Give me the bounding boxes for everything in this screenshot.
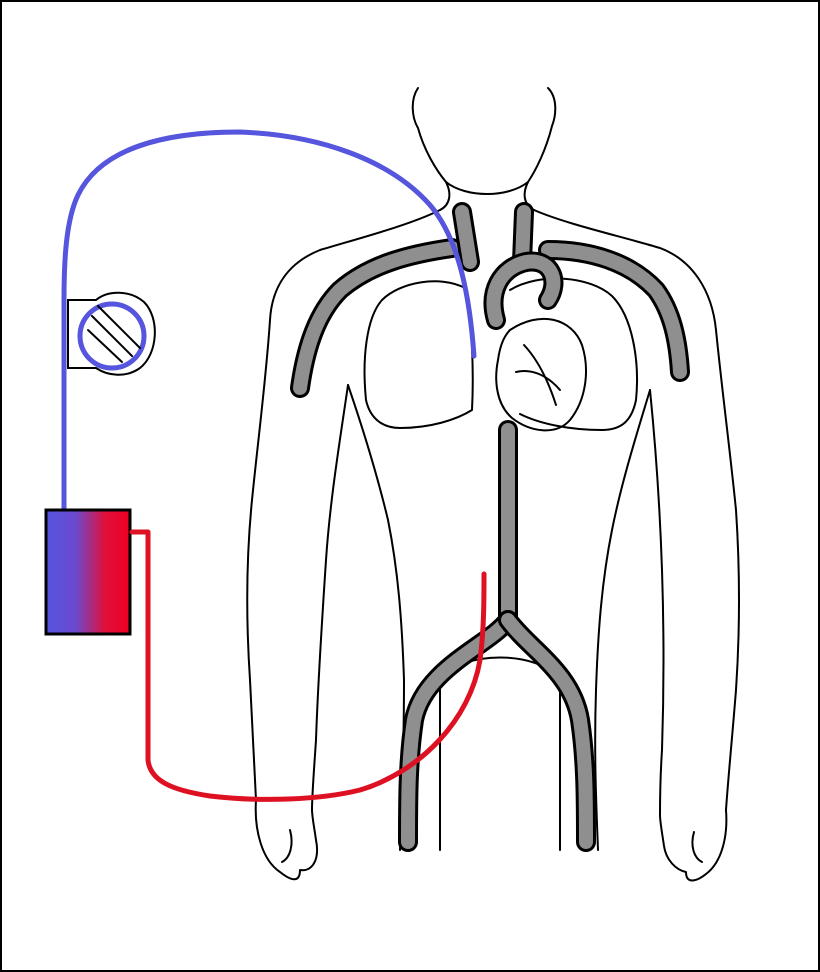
arterial-cannula-tube <box>132 532 484 799</box>
right-subclavian-artery <box>548 250 680 372</box>
left-subclavian-artery <box>300 248 452 388</box>
heart-valve-outline <box>516 371 560 390</box>
human-body-outline <box>247 88 739 881</box>
left-arm-inner-outline <box>312 385 348 810</box>
right-thumb-outline <box>692 832 702 862</box>
right-arm-inner-outline <box>650 390 664 815</box>
neck-right-outline <box>525 88 556 210</box>
left-arm-outer-outline <box>247 320 270 800</box>
torso-right-outline <box>595 390 650 850</box>
torso-left-outline <box>348 385 404 850</box>
blood-vessels <box>300 212 680 842</box>
right-lung-outline <box>510 279 637 430</box>
left-thumb-outline <box>282 830 292 862</box>
left-hand-outline <box>256 800 317 879</box>
right-arm-outer-outline <box>716 330 739 810</box>
left-iliac-artery <box>408 620 508 842</box>
left-lung-outline <box>365 281 473 428</box>
chin-outline <box>446 182 528 194</box>
left-carotid <box>462 212 470 262</box>
pump-head <box>64 293 155 375</box>
oxygenator <box>46 510 130 634</box>
